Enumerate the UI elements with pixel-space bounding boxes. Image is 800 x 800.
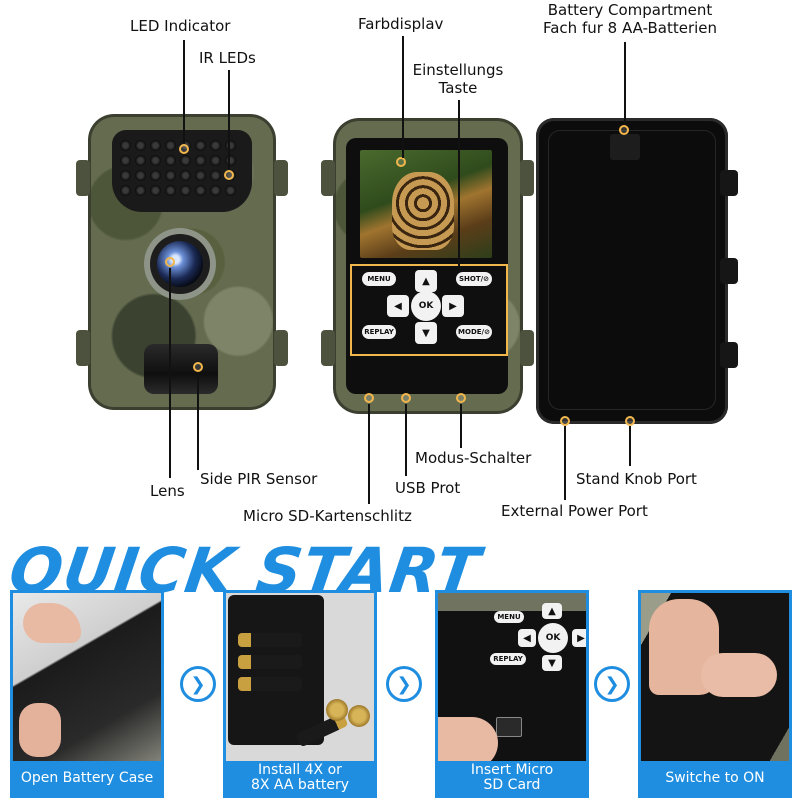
front-camera-strap-mount: [274, 330, 288, 366]
battery-icon: [326, 699, 348, 721]
step-open-battery-case: Open Battery Case: [10, 590, 164, 798]
marker-lens: [165, 257, 175, 267]
lid-hinge: [720, 342, 738, 368]
step3-caption: Insert Micro SD Card: [438, 761, 586, 795]
back-camera-strap-mount: [520, 330, 534, 366]
marker-micro-sd: [364, 393, 374, 403]
battery-icon: [238, 633, 302, 647]
marker-led-indicator: [179, 144, 189, 154]
label-settings-button: Einstellungs Taste: [400, 61, 516, 97]
ok-button[interactable]: OK: [411, 291, 441, 321]
label-battery-line1: Battery Compartment: [547, 1, 713, 19]
up-arrow-button: ▲: [542, 603, 562, 619]
front-camera-strap-mount: [274, 160, 288, 196]
label-external-power: External Power Port: [501, 502, 648, 520]
camera-lens: [157, 241, 203, 287]
leader-battery: [624, 42, 626, 125]
back-camera-strap-mount: [321, 160, 335, 196]
ir-led-array: [120, 140, 236, 196]
label-farbdisplay: Farbdisplav: [358, 15, 444, 33]
marker-external-power: [560, 416, 570, 426]
down-arrow-button: ▼: [542, 655, 562, 671]
battery-lid-inner-frame: [548, 130, 716, 410]
battery-icon: [348, 705, 370, 727]
leader-usb: [405, 404, 407, 476]
front-camera-strap-mount: [76, 160, 90, 196]
hand-image: [701, 653, 777, 697]
marker-pir: [193, 362, 203, 372]
shot-button[interactable]: SHOT/⊘: [456, 272, 492, 286]
label-usb: USB Prot: [395, 479, 461, 497]
lid-hinge: [720, 170, 738, 196]
leader-external-power: [564, 426, 566, 500]
next-step-arrow-icon: ❯: [180, 666, 216, 702]
label-lens: Lens: [150, 482, 185, 500]
label-micro-sd: Micro SD-Kartenschlitz: [243, 507, 412, 525]
replay-button: REPLAY: [490, 653, 526, 665]
leader-micro-sd: [368, 404, 370, 504]
pir-sensor: [144, 344, 218, 394]
marker-display: [396, 157, 406, 167]
lid-hinge: [720, 258, 738, 284]
step4-caption: Switche to ON: [641, 761, 789, 795]
step3-photo: MENU OK ▲ ▼ ◀ ▶ REPLAY: [438, 593, 586, 771]
leader-led-indicator: [183, 40, 185, 144]
label-side-pir: Side PIR Sensor: [200, 470, 318, 488]
leader-modus: [460, 404, 462, 448]
back-camera-strap-mount: [520, 160, 534, 196]
up-arrow-button[interactable]: ▲: [415, 270, 437, 292]
step-install-batteries: Install 4X or 8X AA battery: [223, 590, 377, 798]
label-led-indicator: LED Indicator: [130, 17, 231, 35]
marker-usb: [401, 393, 411, 403]
hand-image: [438, 717, 498, 769]
sd-card-icon: [496, 717, 522, 737]
label-battery-line2: Fach fur 8 AA-Batterien: [542, 19, 718, 37]
step2-photo: [226, 593, 374, 771]
marker-modus: [456, 393, 466, 403]
leader-display: [402, 36, 404, 158]
left-arrow-button: ◀: [518, 629, 536, 647]
marker-ir-leds: [224, 170, 234, 180]
mode-button[interactable]: MODE/⊘: [456, 325, 492, 339]
back-camera-strap-mount: [321, 330, 335, 366]
leader-settings: [458, 100, 460, 266]
step-switch-on: Switche to ON: [638, 590, 792, 798]
battery-latch: [610, 134, 640, 160]
next-step-arrow-icon: ❯: [386, 666, 422, 702]
marker-stand-knob: [625, 416, 635, 426]
leader-ir-leds: [228, 70, 230, 170]
step4-photo: [641, 593, 789, 771]
display-image-ocelot: [392, 172, 454, 250]
next-step-arrow-icon: ❯: [594, 666, 630, 702]
step-insert-sd-card: MENU OK ▲ ▼ ◀ ▶ REPLAY Insert Micro SD C…: [435, 590, 589, 798]
label-settings-line1: Einstellungs: [412, 61, 504, 79]
hand-image: [23, 603, 81, 643]
label-battery-compartment: Battery Compartment Fach fur 8 AA-Batter…: [528, 1, 732, 37]
front-camera-strap-mount: [76, 330, 90, 366]
menu-button[interactable]: MENU: [362, 272, 396, 286]
hand-image: [19, 703, 61, 757]
menu-button: MENU: [494, 611, 524, 623]
battery-icon: [238, 677, 302, 691]
leader-stand-knob: [629, 426, 631, 466]
label-ir-leds: IR LEDs: [199, 49, 256, 67]
right-arrow-button[interactable]: ▶: [442, 295, 464, 317]
replay-button[interactable]: REPLAY: [362, 325, 396, 339]
leader-lens: [169, 268, 171, 478]
label-settings-line2: Taste: [438, 79, 478, 97]
step2-caption: Install 4X or 8X AA battery: [226, 761, 374, 795]
step1-caption: Open Battery Case: [13, 761, 161, 795]
battery-tray: [228, 595, 324, 745]
left-arrow-button[interactable]: ◀: [387, 295, 409, 317]
step1-photo: [13, 593, 161, 771]
leader-pir: [197, 374, 199, 470]
label-modus: Modus-Schalter: [415, 449, 532, 467]
battery-icon: [238, 655, 302, 669]
battery-compartment-lid: [536, 118, 728, 424]
right-arrow-button: ▶: [572, 629, 586, 647]
label-stand-knob: Stand Knob Port: [576, 470, 697, 488]
down-arrow-button[interactable]: ▼: [415, 322, 437, 344]
marker-battery: [619, 125, 629, 135]
ok-button: OK: [538, 623, 568, 653]
